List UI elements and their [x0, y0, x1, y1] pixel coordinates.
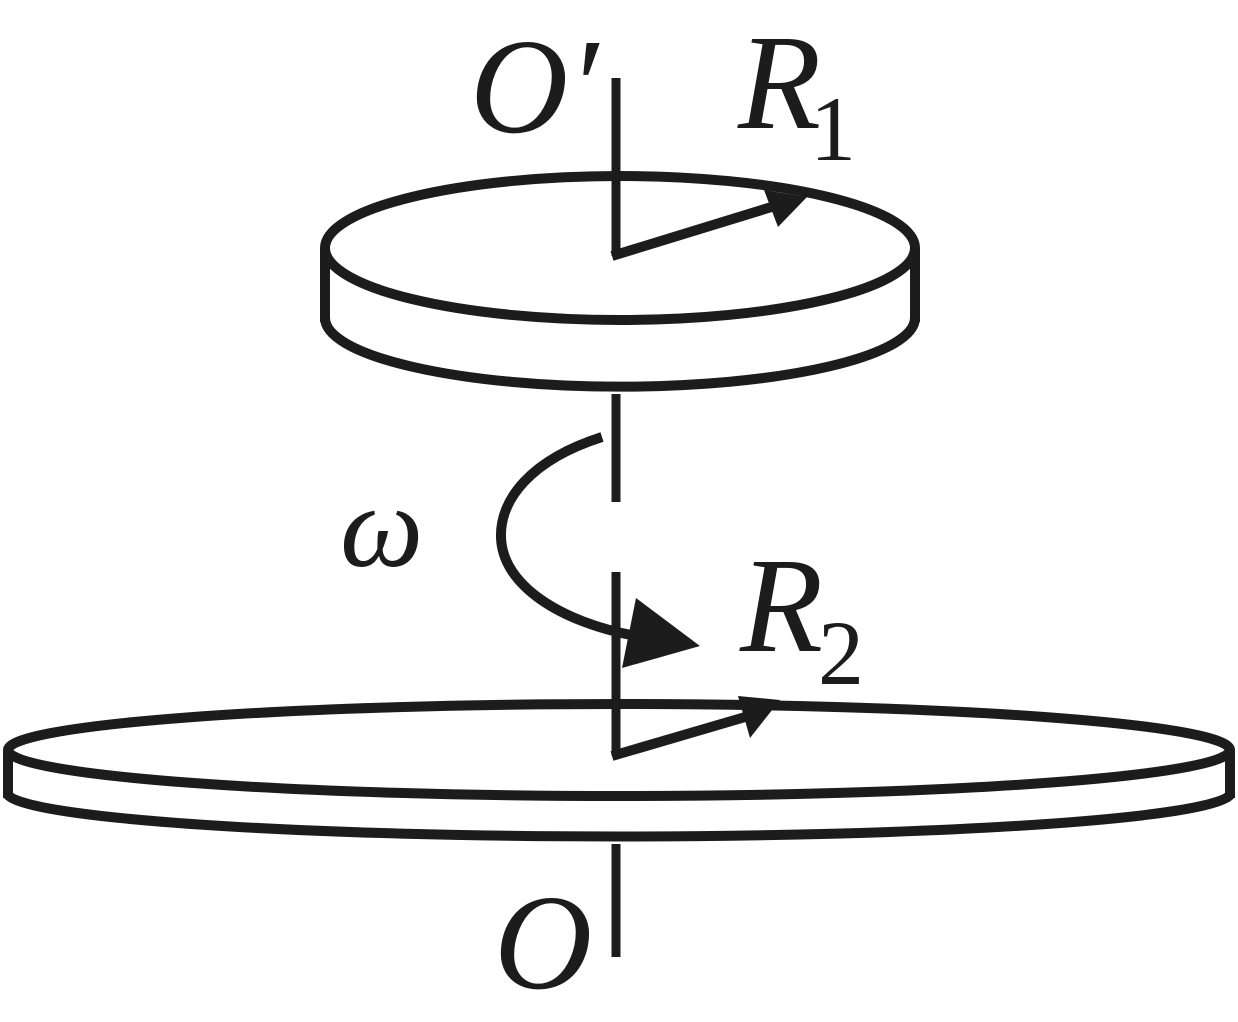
- label-r1-letter: R: [737, 8, 821, 158]
- upper-disc-bottom-rim: [320, 317, 920, 392]
- label-r2-letter: R: [739, 531, 823, 681]
- lower-disc-bottom-rim: [4, 791, 1234, 842]
- radius-arrow-r2: [610, 696, 780, 761]
- radius-arrow-r1: [610, 190, 807, 261]
- radius-arrow-r1-shaft: [610, 200, 780, 261]
- rotation-arrow-curve: [495, 432, 637, 641]
- label-r1-subscript: 1: [810, 78, 856, 180]
- radius-arrow-r2-shaft: [610, 710, 754, 761]
- label-omega: ω: [340, 461, 423, 592]
- radius-arrow-r2-head: [738, 696, 780, 738]
- radius-arrow-r1-head: [764, 190, 807, 227]
- label-o: O: [494, 868, 592, 1018]
- label-o-prime: O′: [470, 12, 600, 162]
- label-r2-subscript: 2: [818, 602, 864, 704]
- rotation-arrow-head: [622, 598, 700, 668]
- rotation-arrow: [495, 432, 700, 668]
